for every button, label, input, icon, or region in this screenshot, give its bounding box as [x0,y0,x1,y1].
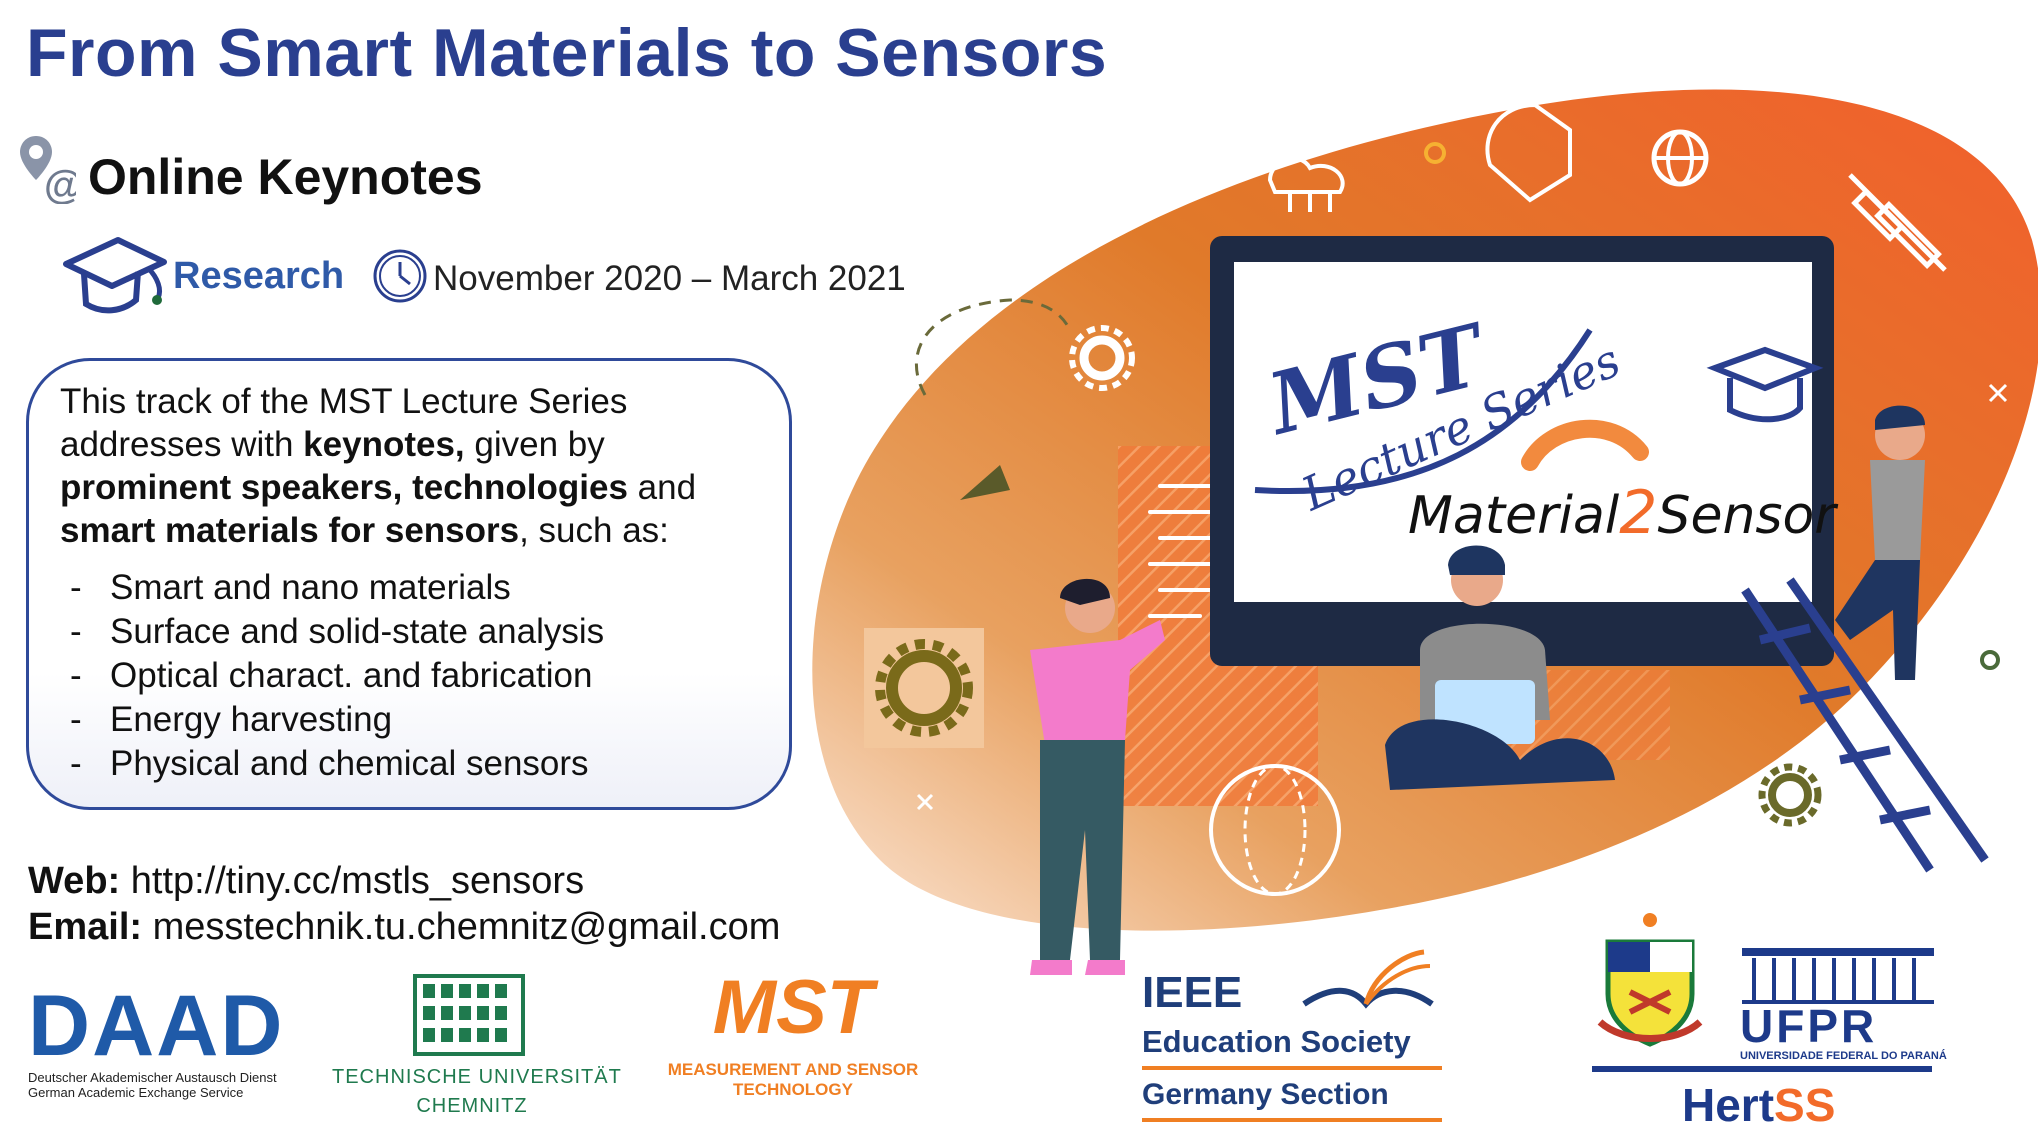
ieee-education-society-logo: IEEE Education Society Germany Section [1142,968,1442,1122]
ieee-divider [1142,1066,1442,1070]
tu-chemnitz-building-icon [413,974,525,1056]
email-line: Email: messtechnik.tu.chemnitz@gmail.com [28,906,781,948]
research-label: Research [173,255,345,297]
graduation-cap-icon [63,237,167,314]
list-item: Energy harvesting [70,698,604,742]
list-item: Smart and nano materials [70,566,604,610]
location-at-icon: @ [20,136,76,204]
screen-material2sensor-text: Material2Sensor [1408,478,1836,548]
ufpr-divider [1592,1066,1932,1072]
tu-chemnitz-logo: TECHNISCHE UNIVERSITÄT CHEMNITZ [332,1066,622,1117]
ufpr-logo: UFPR UNIVERSIDADE FEDERAL DO PARANÁ [1740,1000,1947,1062]
description-text: This track of the MST Lecture Series add… [60,382,697,550]
daad-logo: DAAD Deutscher Akademischer Austausch Di… [28,978,285,1100]
book-icon [1302,949,1434,1009]
page-title: From Smart Materials to Sensors [26,15,1108,91]
svg-text:@: @ [44,163,76,204]
mst-logo: MST MEASUREMENT AND SENSOR TECHNOLOGY [667,965,919,1100]
contact-info: Web: http://tiny.cc/mstls_sensors Email:… [28,858,780,950]
web-line: Web: http://tiny.cc/mstls_sensors [28,860,585,902]
list-item: Optical charact. and fabrication [70,654,604,698]
list-item: Surface and solid-state analysis [70,610,604,654]
web-link[interactable]: http://tiny.cc/mstls_sensors [130,860,585,902]
subtitle: Online Keynotes [88,149,483,205]
email-link[interactable]: messtechnik.tu.chemnitz@gmail.com [152,906,781,948]
hertss-logo: HertSS [1682,1079,1836,1131]
ufsc-shield-icon [1597,913,1703,1047]
clock-icon [373,249,427,303]
event-dates: November 2020 – March 2021 [433,259,906,298]
ufpr-building-icon [1742,948,1934,1004]
topic-list: Smart and nano materials Surface and sol… [70,566,604,786]
ieee-divider [1142,1118,1442,1122]
list-item: Physical and chemical sensors [70,742,604,786]
